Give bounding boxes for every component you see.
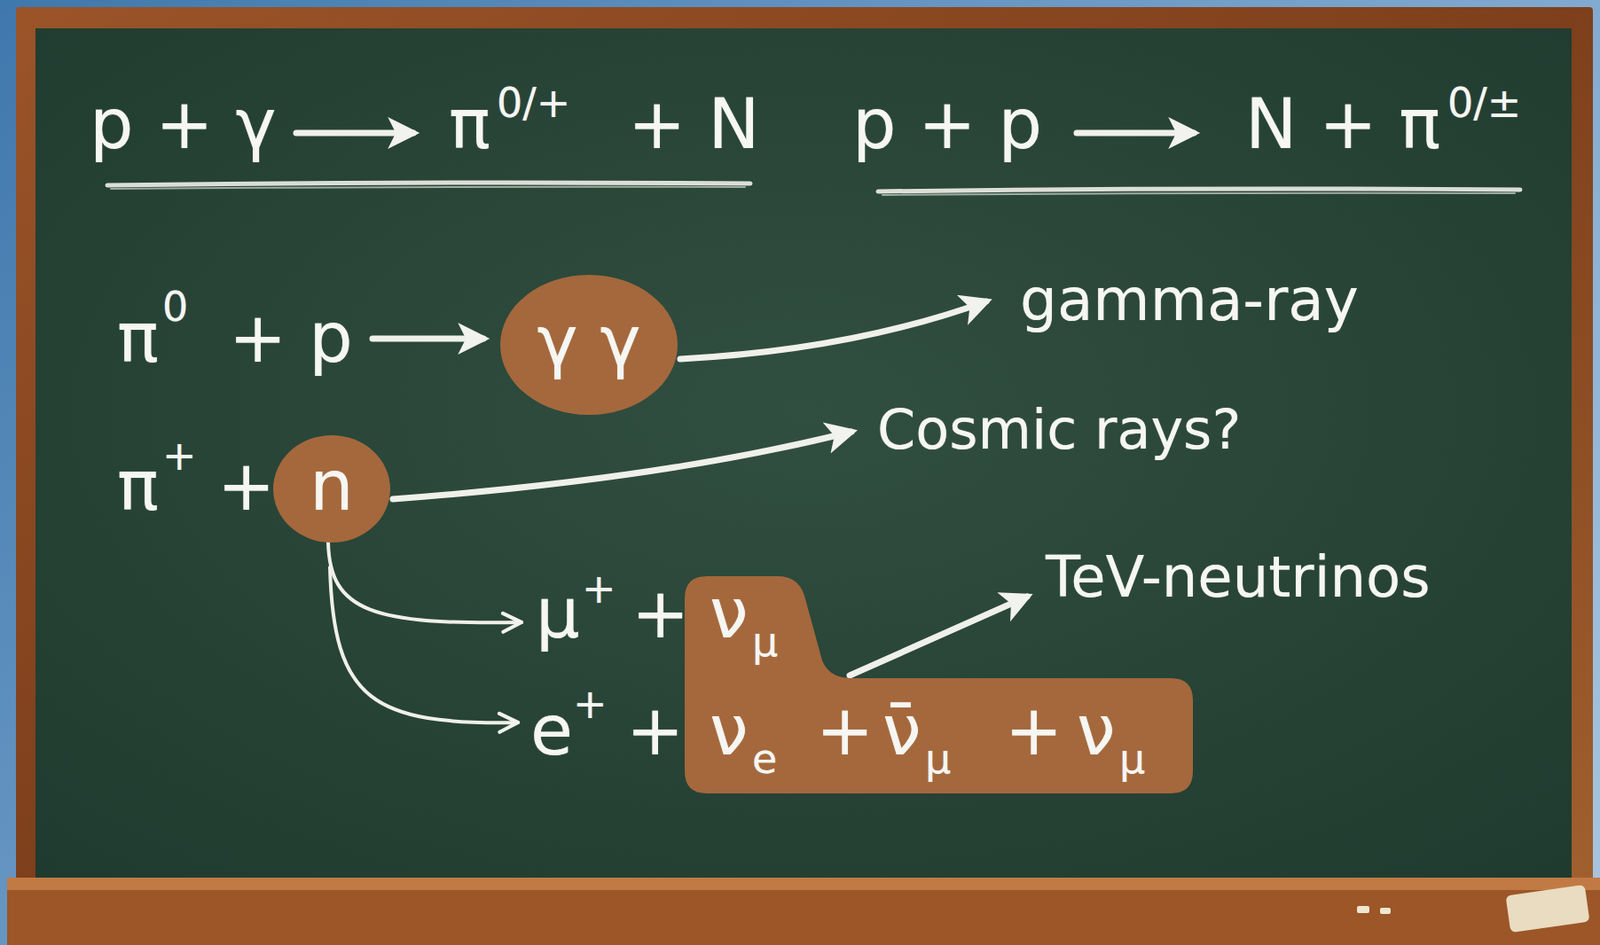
underline xyxy=(107,182,751,186)
particle-symbol: π xyxy=(117,303,159,373)
node-text: μ xyxy=(925,738,951,780)
tray-edge xyxy=(7,878,1600,891)
particle-symbol: μ xyxy=(535,579,581,649)
chalk-piece xyxy=(1505,885,1591,934)
highlight-blob xyxy=(684,576,1193,794)
particle-symbol: e xyxy=(530,696,573,766)
node-text: γ γ xyxy=(536,306,641,377)
chalk-crumb xyxy=(1356,906,1370,914)
reaction-text: N + π xyxy=(1245,89,1441,159)
plus-sign: + xyxy=(631,579,690,649)
node-text: ν̄ xyxy=(882,696,922,766)
reaction-arrow xyxy=(1076,130,1194,137)
board-surface xyxy=(35,28,1572,879)
product-label: TeV-neutrinos xyxy=(1045,549,1430,606)
wood-frame xyxy=(15,7,1593,890)
reaction-text: p + p xyxy=(852,89,1043,159)
reaction-text: p + γ xyxy=(89,89,277,159)
underline xyxy=(878,188,1521,192)
highlight-ellipse xyxy=(273,435,391,543)
product-label: Cosmic rays? xyxy=(877,402,1241,458)
node-text: e xyxy=(752,738,777,780)
charge-superscript: 0 xyxy=(162,286,189,328)
node-text: ν xyxy=(709,579,749,649)
chalk-tray xyxy=(7,878,1600,945)
charge-superscript: + xyxy=(162,435,197,477)
decay-arrow xyxy=(329,567,518,723)
node-text: ν xyxy=(1076,696,1116,766)
leader-arrow xyxy=(392,431,852,500)
particle-symbol: π xyxy=(448,89,491,159)
reaction-arrow xyxy=(296,130,414,137)
plus-sign: + xyxy=(217,451,275,521)
node-text: n xyxy=(309,451,353,521)
charge-superscript: + xyxy=(572,683,608,725)
underline xyxy=(882,193,1515,196)
product-label: gamma-ray xyxy=(1019,271,1359,330)
underline xyxy=(110,187,746,189)
reaction-arrow xyxy=(372,336,484,343)
particle-symbol: π xyxy=(117,451,159,521)
charge-superscript: 0/+ xyxy=(496,82,571,124)
plus-sign: + xyxy=(626,696,684,766)
decay-arrow xyxy=(328,542,522,623)
reaction-text: + N xyxy=(627,89,761,159)
node-text: μ xyxy=(752,621,778,663)
neutron-ellipse: n xyxy=(272,434,392,544)
node-text: μ xyxy=(1119,738,1146,780)
node-text: + xyxy=(815,696,874,766)
chalk-crumb xyxy=(1380,908,1391,915)
neutrino-highlight: νμνe+ν̄μ+νμ xyxy=(684,576,1193,794)
node-text: + xyxy=(1004,696,1063,766)
charge-superscript: + xyxy=(581,568,617,610)
leader-arrow xyxy=(680,301,987,360)
charge-superscript: 0/± xyxy=(1447,82,1522,124)
photon-pair-ellipse: γ γ xyxy=(499,274,679,416)
node-text: ν xyxy=(709,696,749,766)
reaction-text: + p xyxy=(228,303,353,373)
leader-arrow xyxy=(849,596,1028,676)
highlight-ellipse xyxy=(500,274,678,416)
